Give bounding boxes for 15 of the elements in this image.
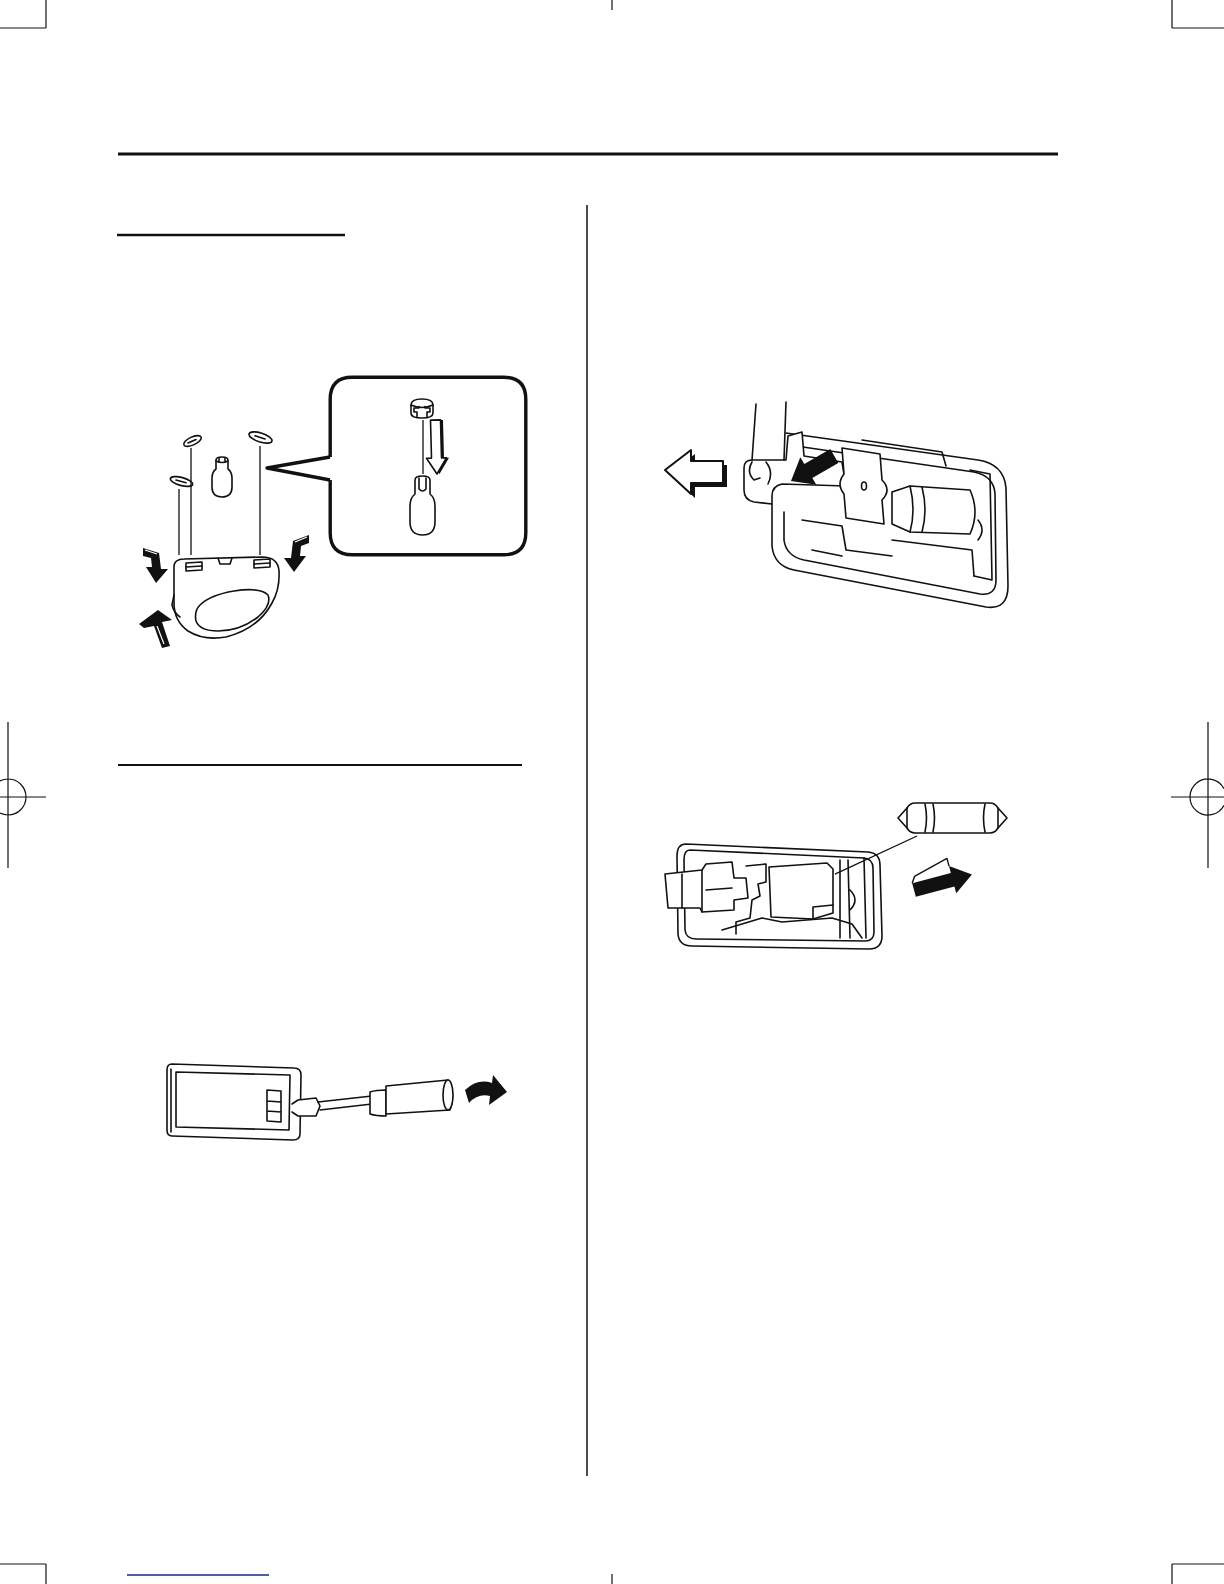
- block-arrow: [425, 419, 449, 475]
- lamp-lens: [170, 555, 282, 640]
- bulb-socket: [767, 861, 835, 921]
- bulb: [407, 474, 438, 537]
- leader-line: [190, 447, 192, 556]
- clip: [246, 429, 275, 446]
- leader-line: [834, 835, 918, 875]
- leader-line: [259, 445, 261, 556]
- leader-line: [422, 419, 424, 475]
- clip: [181, 434, 204, 448]
- bulb-cap: [408, 397, 436, 420]
- callout-box: [328, 375, 528, 557]
- leader-line: [178, 488, 180, 556]
- bulb: [895, 800, 1010, 836]
- clip: [167, 474, 196, 489]
